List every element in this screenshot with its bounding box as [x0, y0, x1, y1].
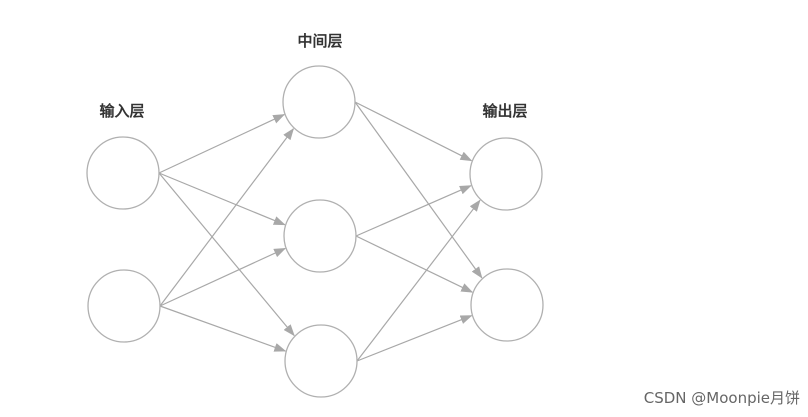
arrow-hidden-3-to-output-1	[356, 199, 481, 362]
arrow-input-1-to-hidden-3	[158, 172, 295, 337]
arrow-input-1-to-hidden-1	[158, 114, 286, 174]
output-neuron-1	[469, 137, 543, 211]
arrow-hidden-1-to-output-2	[354, 101, 483, 279]
hidden-neuron-3	[284, 324, 358, 398]
arrow-input-2-to-hidden-2	[159, 247, 287, 307]
output-neuron-2	[470, 268, 544, 342]
hidden-layer-label: 中间层	[297, 32, 342, 50]
arrow-hidden-3-to-output-2	[356, 315, 473, 362]
arrow-input-1-to-hidden-2	[158, 172, 286, 226]
arrow-hidden-2-to-output-1	[355, 185, 472, 237]
arrow-input-2-to-hidden-1	[159, 127, 295, 307]
watermark-text: CSDN @Moonpie月饼	[644, 389, 800, 407]
hidden-neuron-1	[282, 65, 356, 139]
arrow-hidden-2-to-output-2	[355, 235, 474, 293]
arrow-input-2-to-hidden-3	[159, 305, 287, 352]
input-neuron-2	[87, 269, 161, 343]
connection-arrows	[158, 101, 483, 362]
input-layer-label: 输入层	[99, 102, 144, 120]
arrow-hidden-1-to-output-1	[354, 101, 473, 162]
output-layer-label: 输出层	[482, 102, 527, 120]
input-neuron-1	[86, 136, 160, 210]
hidden-neuron-2	[283, 199, 357, 273]
neuron-nodes	[86, 65, 544, 398]
